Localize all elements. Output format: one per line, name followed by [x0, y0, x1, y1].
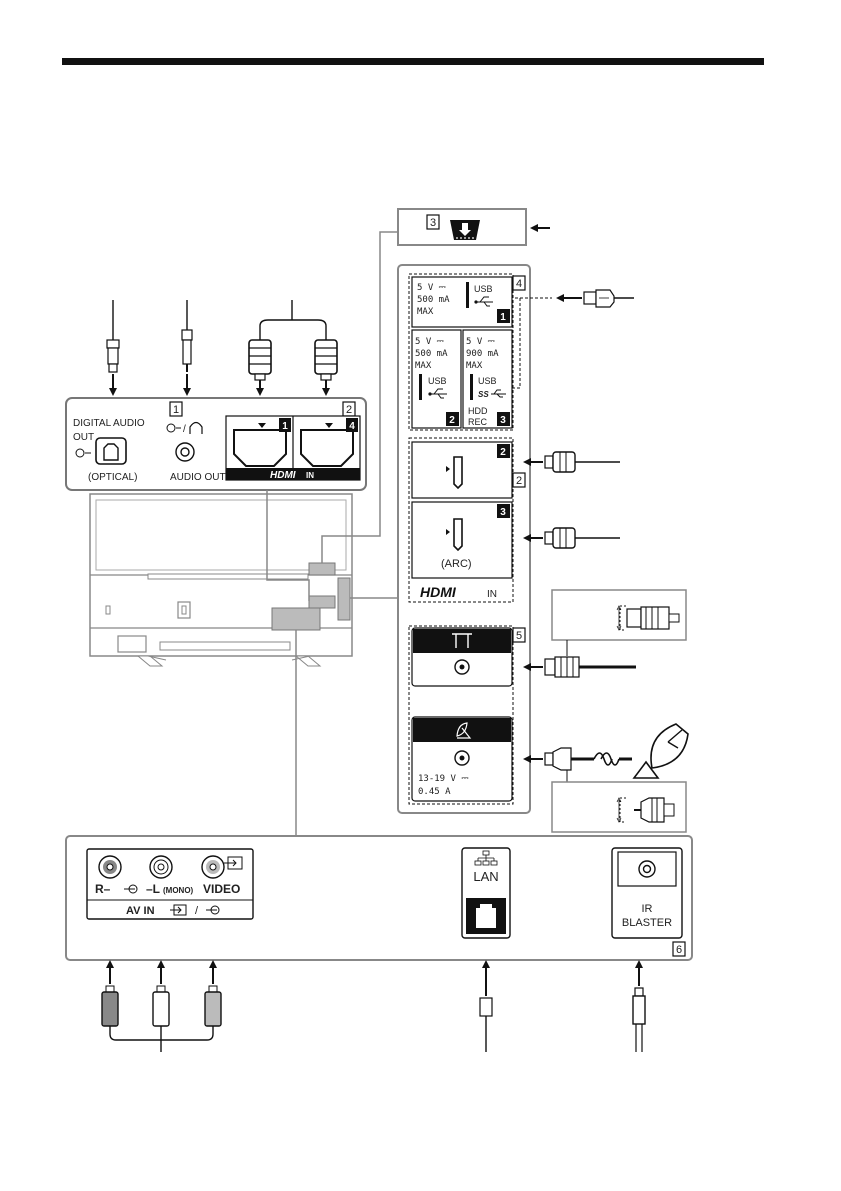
digital-audio-out-label: OUT [73, 432, 94, 443]
svg-text:USB: USB [478, 376, 497, 386]
av-cable-icon [102, 964, 221, 1052]
svg-text:3: 3 [500, 415, 506, 426]
l-label: –L [146, 882, 160, 896]
svg-text:SS: SS [478, 390, 489, 399]
callout-4: 4 [516, 278, 522, 290]
usb-service-box: 3 [398, 209, 550, 245]
svg-text:13-19 V ⎓: 13-19 V ⎓ [418, 774, 469, 784]
audio-out-label: AUDIO OUT [170, 472, 226, 483]
callout-5: 5 [516, 630, 522, 642]
side-connector-panel: 4 5 V ⎓ 500 mA MAX USB 1 5 V ⎓ 500 mA MA… [398, 265, 530, 813]
ir-label: IR [642, 903, 653, 915]
svg-text:900 mA: 900 mA [466, 349, 499, 359]
hdmi-in-label-side: IN [487, 589, 497, 600]
antenna-port [412, 628, 512, 686]
hdmi-cable-side-icon [527, 452, 620, 548]
svg-text:500 mA: 500 mA [415, 349, 448, 359]
lan-cable-icon [480, 964, 492, 1052]
svg-text:HDD: HDD [468, 406, 488, 416]
hdmi-port-2: 2 [412, 442, 512, 498]
svg-text:(ARC): (ARC) [441, 558, 472, 570]
lan-port: LAN [462, 848, 510, 938]
hdmi-in-label: IN [306, 471, 314, 480]
top-rule [62, 58, 764, 65]
svg-text:REC: REC [468, 417, 488, 427]
usb-port-2: 5 V ⎓ 500 mA MAX USB 2 [412, 330, 461, 428]
hdmi-port-3-arc: 3 (ARC) [412, 502, 512, 578]
callout-2: 2 [346, 404, 352, 416]
tv-rear-illustration [90, 494, 352, 666]
satellite-port: 13-19 V ⎓ 0.45 A [412, 717, 512, 801]
svg-text:1: 1 [500, 312, 506, 323]
hdmi-1-number: 1 [282, 421, 288, 432]
audio-l-jack-icon [150, 856, 172, 878]
antenna-cable-icon [527, 590, 686, 677]
service-port-icon [450, 220, 480, 240]
svg-text:MAX: MAX [466, 361, 483, 371]
bottom-connector-panel: 6 R– [66, 836, 692, 960]
usb-port-1: 5 V ⎓ 500 mA MAX USB 1 [412, 277, 512, 327]
svg-text:3: 3 [500, 507, 506, 518]
svg-text:5 V ⎓: 5 V ⎓ [466, 337, 495, 347]
svg-text:2: 2 [500, 447, 506, 458]
satellite-dish-illustration-icon [634, 724, 688, 778]
video-jack-icon [202, 856, 224, 878]
svg-text:5 V ⎓: 5 V ⎓ [415, 337, 444, 347]
usb-port-3-hdd-rec: 5 V ⎓ 900 mA MAX USB SS HDD REC 3 [463, 330, 512, 428]
hdmi-logo: HDMI [270, 470, 296, 481]
av-in-block: R– –L (MONO) VIDEO AV IN / [87, 849, 253, 919]
mono-label: (MONO) [163, 886, 194, 895]
ir-cable-icon [633, 964, 645, 1052]
svg-text:MAX: MAX [415, 361, 432, 371]
svg-text:500 mA: 500 mA [417, 295, 450, 305]
hdmi-cable-icon [249, 300, 337, 392]
svg-text:/: / [183, 424, 186, 435]
callout-2-side: 2 [516, 475, 522, 487]
headphone-cable-icon [182, 300, 192, 392]
top-connector-panel: 1 2 DIGITAL AUDIO OUT (OPTICAL) / AUDIO … [66, 398, 366, 490]
svg-text:5 V ⎓: 5 V ⎓ [417, 283, 446, 293]
svg-text:USB: USB [474, 284, 493, 294]
lan-label: LAN [473, 869, 498, 884]
optical-cable-icon [107, 300, 119, 392]
callout-3: 3 [430, 217, 436, 229]
r-label: R– [95, 882, 111, 896]
hdmi-4-number: 4 [349, 421, 355, 432]
svg-text:MAX: MAX [417, 307, 434, 317]
video-label: VIDEO [203, 882, 240, 896]
hdmi-logo-side: HDMI [420, 584, 457, 600]
ir-blaster-port: IR BLASTER [612, 848, 682, 938]
av-in-label: AV IN [126, 905, 155, 917]
blaster-label: BLASTER [622, 917, 672, 929]
callout-6: 6 [676, 944, 682, 956]
svg-text:USB: USB [428, 376, 447, 386]
svg-text:2: 2 [449, 415, 455, 426]
callout-1: 1 [173, 404, 179, 416]
svg-text:0.45 A: 0.45 A [418, 787, 451, 797]
optical-label: (OPTICAL) [88, 472, 137, 483]
audio-r-jack-icon [99, 856, 121, 878]
digital-audio-label: DIGITAL AUDIO [73, 418, 145, 429]
